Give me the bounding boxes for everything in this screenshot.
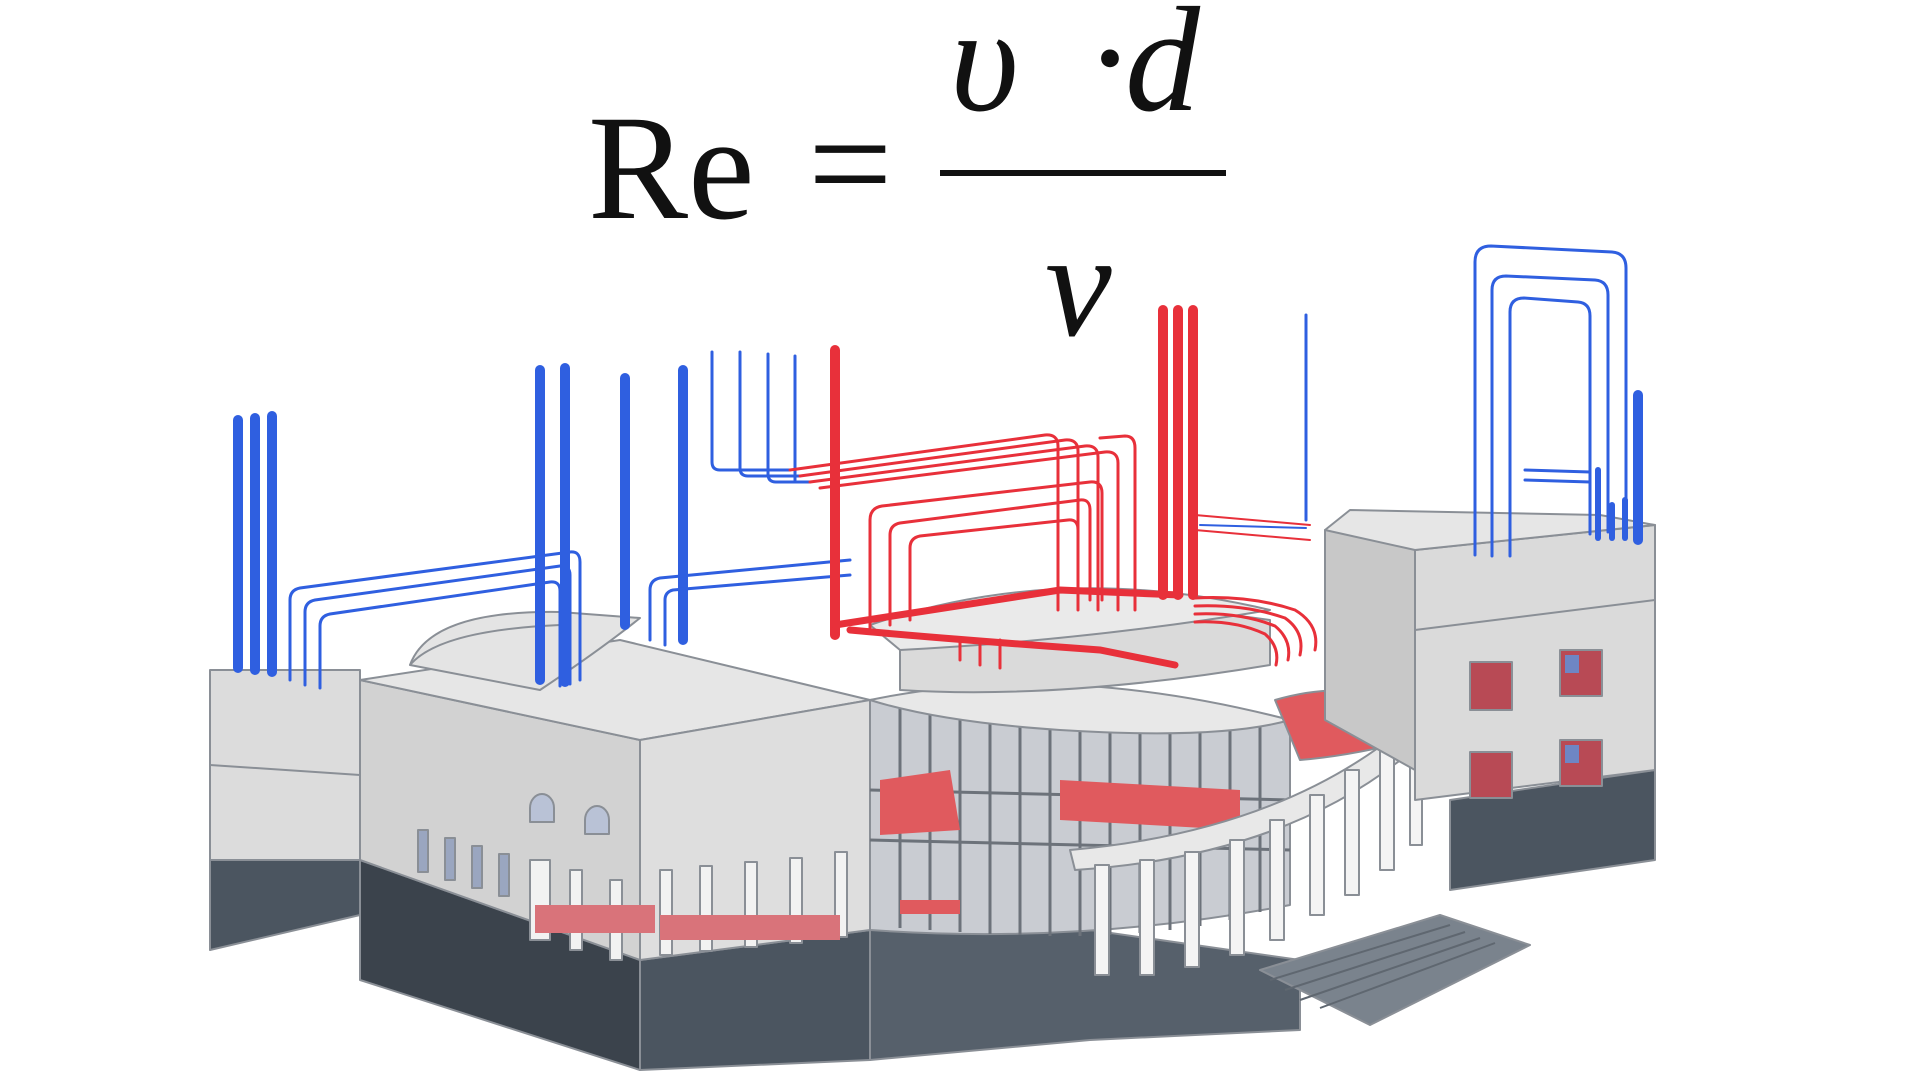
left-wing-ledge <box>209 764 361 776</box>
reynolds-formula: Re = υ · d ν <box>588 0 1226 368</box>
entrance-stairs <box>1259 914 1531 1026</box>
building-base-left <box>209 859 361 951</box>
formula-fraction-bar <box>940 170 1226 176</box>
pipe-network-icon <box>233 244 1643 690</box>
center-left-windows <box>417 829 510 897</box>
cold-tower-stubs <box>1595 467 1628 541</box>
cold-risers-center <box>535 363 688 687</box>
right-tower-wall <box>1414 524 1656 801</box>
hot-lines-right <box>1194 514 1311 541</box>
rotunda-interior-red <box>880 770 1240 914</box>
formula-lhs: Re <box>588 85 755 251</box>
cold-thin-link <box>1199 524 1307 529</box>
cold-tower-loops <box>1473 244 1628 558</box>
left-wing-wall <box>209 669 361 861</box>
hot-main-risers <box>830 305 1198 640</box>
cold-top-lines <box>648 350 852 647</box>
building-isometric-icon <box>209 509 1656 1071</box>
formula-equals-sign: = <box>808 81 893 247</box>
center-interior-red <box>535 905 840 940</box>
formula-numerator-velocity: υ <box>950 0 1019 143</box>
formula-denominator: ν <box>1045 202 1112 368</box>
formula-numerator-dot: · <box>1085 0 1135 141</box>
right-tower-ledge <box>1414 599 1656 631</box>
cold-risers-left <box>233 411 277 677</box>
formula-numerator-length: d <box>1125 0 1201 143</box>
hot-branch-lines <box>788 433 1318 670</box>
right-tower-window-panes <box>1565 655 1579 763</box>
right-tower-windows <box>1469 649 1603 799</box>
colonnade-columns <box>1094 724 1423 976</box>
stair-lines <box>1269 924 1496 1009</box>
